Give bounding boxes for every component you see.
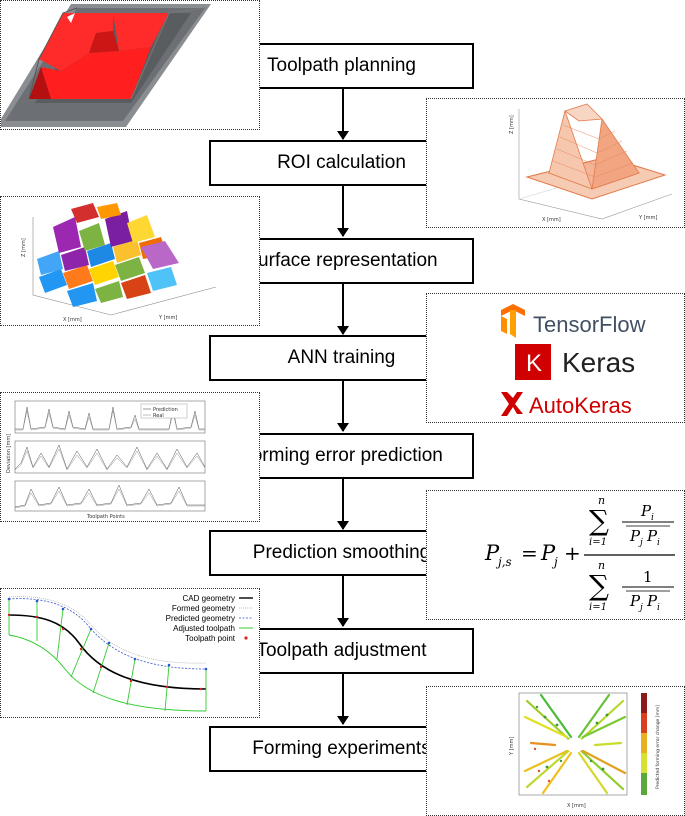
connector-1 bbox=[342, 89, 344, 139]
error-legend-real: Real bbox=[153, 413, 164, 419]
sum-bottom-bottom: i=1 bbox=[589, 602, 607, 613]
step-label: Toolpath planning bbox=[267, 55, 416, 76]
surface-representation-image: Z [mm] X [mm] Y [mm] bbox=[0, 196, 260, 326]
framework-logos: TensorFlow K Keras AutoKeras bbox=[501, 304, 646, 418]
num-pi: P bbox=[640, 502, 652, 520]
step-label: Toolpath adjustment bbox=[256, 640, 427, 661]
den-pi: P bbox=[646, 527, 658, 545]
keras-label: Keras bbox=[562, 347, 635, 378]
formula-equals: = bbox=[521, 541, 538, 565]
connector-4 bbox=[342, 381, 344, 431]
step-label: Surface representation bbox=[245, 250, 438, 271]
step-label: Forming experiments bbox=[252, 738, 431, 759]
sum-symbol-top: ∑ bbox=[589, 504, 609, 537]
connector-6 bbox=[342, 576, 344, 626]
experiment-scatter-plot: Y [mm] X [mm] Predicted forming error ch… bbox=[509, 692, 661, 809]
den2-pj: P bbox=[629, 592, 641, 610]
arrowhead-7 bbox=[337, 716, 349, 725]
experiment-ylabel: Y [mm] bbox=[509, 737, 515, 756]
legend-formed-geometry: Formed geometry bbox=[172, 604, 235, 613]
surface-xlabel: X [mm] bbox=[63, 317, 82, 323]
part-render bbox=[1, 4, 211, 127]
colorbar-label: Predicted forming error change [mm] bbox=[655, 705, 661, 789]
toolpath-planning-image bbox=[0, 0, 260, 130]
smoothing-formula-panel: P j,s = P j + n ∑ i=1 P i P j P i n ∑ i=… bbox=[426, 490, 685, 620]
connector-2 bbox=[342, 186, 344, 236]
sum-symbol-bottom: ∑ bbox=[589, 569, 609, 602]
tensorflow-label: TensorFlow bbox=[533, 312, 646, 337]
error-legend-prediction: Prediction bbox=[153, 407, 178, 413]
legend-adjusted-toolpath: Adjusted toolpath bbox=[173, 624, 235, 633]
num-one: 1 bbox=[643, 568, 653, 586]
num-pi-sub: i bbox=[651, 513, 654, 523]
arrowhead-1 bbox=[337, 131, 349, 140]
connector-3 bbox=[342, 284, 344, 334]
toolpath-geometry-plot: CAD geometry Formed geometry Predicted g… bbox=[7, 594, 253, 712]
formula-plus: + bbox=[564, 541, 581, 565]
arrowhead-6 bbox=[337, 618, 349, 627]
sum-bottom-n: n bbox=[598, 559, 605, 572]
connector-5 bbox=[342, 479, 344, 529]
keras-letter: K bbox=[526, 350, 542, 377]
formula-lhs-sub: j,s bbox=[495, 555, 512, 569]
den-pj: P bbox=[629, 527, 641, 545]
autokeras-label: AutoKeras bbox=[529, 393, 632, 418]
connector-7 bbox=[342, 674, 344, 724]
experiment-xlabel: X [mm] bbox=[567, 803, 586, 809]
sum-top-n: n bbox=[598, 494, 605, 507]
formula-pj: P bbox=[540, 541, 556, 565]
formula-pj-sub: j bbox=[551, 555, 558, 569]
sum-top-bottom: i=1 bbox=[589, 537, 607, 548]
ann-frameworks-panel: TensorFlow K Keras AutoKeras bbox=[426, 293, 685, 423]
smoothing-formula: P j,s = P j + n ∑ i=1 P i P j P i n ∑ i=… bbox=[484, 494, 675, 613]
step-label: Prediction smoothing bbox=[252, 542, 431, 563]
formula-lhs: P bbox=[484, 541, 500, 565]
arrowhead-4 bbox=[337, 423, 349, 432]
tensorflow-icon bbox=[501, 304, 525, 338]
arrowhead-2 bbox=[337, 228, 349, 237]
roi-xlabel-1: X [mm] bbox=[542, 217, 561, 223]
keras-icon: K bbox=[515, 344, 551, 380]
surface-3d-plot: Z [mm] X [mm] Y [mm] bbox=[21, 203, 217, 323]
den-pj-sub: j bbox=[638, 538, 643, 548]
autokeras-icon bbox=[501, 392, 523, 416]
step-label: ROI calculation bbox=[277, 152, 406, 173]
forming-experiments-image: Y [mm] X [mm] Predicted forming error ch… bbox=[426, 686, 685, 816]
roi-ylabel: Z [mm] bbox=[509, 115, 515, 134]
error-ylabel: Deviation [mm] bbox=[6, 434, 12, 473]
legend-predicted-geometry: Predicted geometry bbox=[166, 614, 235, 623]
step-label: Forming error prediction bbox=[240, 445, 443, 466]
den2-pj-sub: j bbox=[638, 603, 643, 613]
den2-pi-sub: i bbox=[657, 603, 660, 613]
surface-zlabel: Z [mm] bbox=[21, 238, 27, 257]
arrowhead-5 bbox=[337, 521, 349, 530]
surface-ylabel: Y [mm] bbox=[158, 315, 177, 321]
toolpath-adjustment-image: CAD geometry Formed geometry Predicted g… bbox=[0, 588, 260, 718]
den-pi-sub: i bbox=[657, 538, 660, 548]
legend-toolpath-point: Toolpath point bbox=[185, 634, 236, 643]
den2-pi: P bbox=[646, 592, 658, 610]
roi-3d-plot: Z [mm] X [mm] Y [mm] bbox=[509, 103, 673, 223]
error-xlabel: Toolpath Points bbox=[86, 514, 125, 520]
legend-cad-geometry: CAD geometry bbox=[183, 594, 235, 603]
forming-error-image: Prediction Real Deviation [mm] Toolpath … bbox=[0, 392, 260, 522]
step-label: ANN training bbox=[287, 347, 396, 368]
arrowhead-3 bbox=[337, 326, 349, 335]
error-line-plots: Prediction Real Deviation [mm] Toolpath … bbox=[6, 400, 206, 520]
roi-calculation-image: Z [mm] X [mm] Y [mm] bbox=[426, 98, 685, 228]
roi-xlabel-2: Y [mm] bbox=[638, 215, 657, 221]
